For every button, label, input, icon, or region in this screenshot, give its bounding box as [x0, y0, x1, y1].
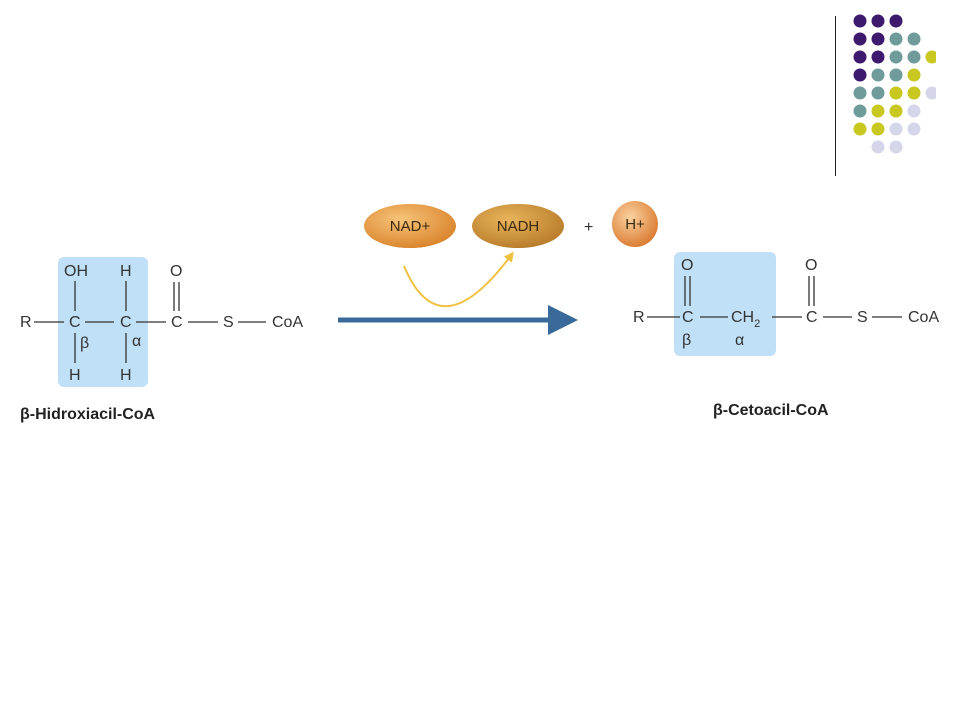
- substrate-c-beta: C: [69, 314, 81, 331]
- product-beta-label: β: [682, 332, 691, 349]
- decorative-dot: [853, 32, 867, 46]
- nad-pill: [364, 204, 456, 248]
- decorative-dot: [907, 104, 921, 118]
- decorative-dot: [871, 50, 885, 64]
- decorative-dot: [871, 140, 885, 154]
- product-ch2: CH2: [731, 309, 760, 330]
- decorative-dot: [907, 32, 921, 46]
- nadh-pill: [472, 204, 564, 248]
- plus-sign: +: [584, 219, 593, 236]
- nadh-label: NADH: [497, 218, 540, 235]
- substrate-c-alpha: C: [120, 314, 132, 331]
- decorative-dot: [853, 68, 867, 82]
- substrate-beta-label: β: [80, 335, 89, 352]
- substrate-h-bottom-2: H: [120, 367, 132, 384]
- product-o-carbonyl: O: [805, 257, 817, 274]
- decorative-dot: [853, 104, 867, 118]
- decorative-dot: [853, 86, 867, 100]
- reaction-arrow-group: NAD+ NADH + H+: [338, 201, 658, 335]
- decorative-dot: [889, 14, 903, 28]
- product-r-group: R: [633, 309, 645, 326]
- substrate-h-bottom-1: H: [69, 367, 81, 384]
- decorative-dot: [889, 50, 903, 64]
- decorative-dot: [907, 86, 921, 100]
- decorative-dot: [853, 14, 867, 28]
- decorative-dot: [889, 104, 903, 118]
- decorative-dot: [889, 68, 903, 82]
- decorative-dot: [871, 104, 885, 118]
- substrate-h-top: H: [120, 263, 132, 280]
- substrate-r-group: R: [20, 314, 32, 331]
- substrate-molecule: R OH C β H H C α H O C S CoA β-Hidroxiac…: [20, 257, 303, 423]
- cofactor-curved-arrow: [403, 251, 514, 307]
- decorative-dot: [925, 50, 936, 64]
- divider-line: [835, 16, 836, 176]
- substrate-c-carbonyl: C: [171, 314, 183, 331]
- product-c-beta: C: [682, 309, 694, 326]
- decorative-dot: [889, 32, 903, 46]
- decorative-dot: [871, 122, 885, 136]
- product-coa: CoA: [908, 309, 939, 326]
- proton-ball: [612, 201, 658, 247]
- product-c-carbonyl: C: [806, 309, 818, 326]
- decorative-dot: [871, 68, 885, 82]
- decorative-dot: [889, 122, 903, 136]
- decorative-dot: [871, 32, 885, 46]
- decorative-dot: [907, 68, 921, 82]
- product-molecule: R O C β CH2 α O C S CoA β-Cetoacil-CoA: [633, 252, 939, 419]
- decorative-dot-grid: [853, 14, 936, 154]
- substrate-alpha-label: α: [132, 333, 141, 350]
- decorative-dot: [871, 14, 885, 28]
- substrate-caption: β-Hidroxiacil-CoA: [20, 406, 156, 423]
- substrate-oh: OH: [64, 263, 88, 280]
- proton-label: H+: [625, 216, 645, 233]
- decorative-dot: [907, 50, 921, 64]
- product-alpha-label: α: [735, 332, 744, 349]
- decorative-dot: [889, 86, 903, 100]
- substrate-coa: CoA: [272, 314, 303, 331]
- product-o-keto: O: [681, 257, 693, 274]
- product-caption: β-Cetoacil-CoA: [713, 402, 829, 419]
- decorative-dot: [907, 122, 921, 136]
- decorative-dot: [925, 86, 936, 100]
- substrate-o-carbonyl: O: [170, 263, 182, 280]
- decorative-dot: [853, 50, 867, 64]
- nad-label: NAD+: [390, 218, 431, 235]
- decorative-dot: [889, 140, 903, 154]
- product-sulfur: S: [857, 309, 868, 326]
- substrate-sulfur: S: [223, 314, 234, 331]
- decorative-dot: [853, 122, 867, 136]
- product-highlight-box: [674, 252, 776, 356]
- decorative-dot: [871, 86, 885, 100]
